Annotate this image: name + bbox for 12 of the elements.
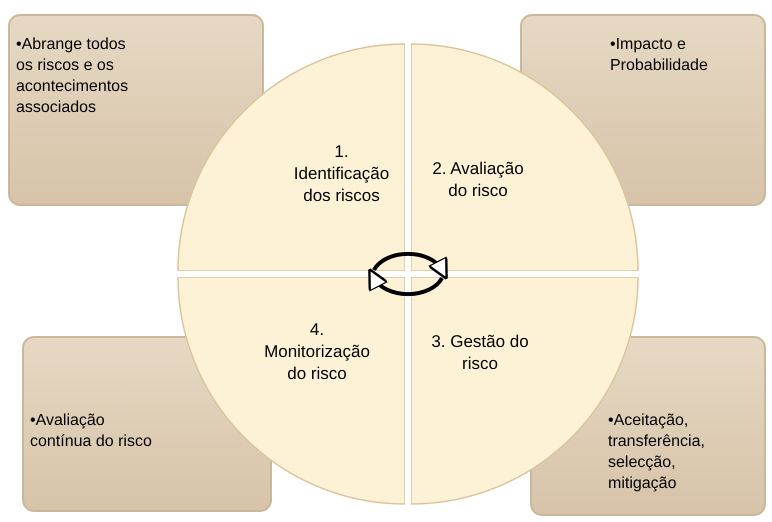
quadrant-segment [177, 277, 405, 505]
step-label: 2. Avaliação do risco [431, 158, 525, 202]
bullet-text: •Abrange todos os riscos e os acontecimentos associados [16, 35, 130, 118]
bullet-text: •Aceitação, transferência, selecção, mitigação [608, 411, 706, 494]
bullet-text: •Impacto e Probabilidade [610, 35, 709, 76]
curved-arrow [367, 268, 444, 296]
step-label: 4. Monitorização do risco [263, 319, 371, 385]
curved-arrow [372, 252, 449, 280]
step-label: 1. Identificação dos riscos [292, 141, 390, 207]
quadrant-segment [177, 43, 405, 271]
bullet-text: •Avaliação contínua do risco [30, 411, 153, 452]
step-label: 3. Gestão do risco [430, 331, 530, 375]
